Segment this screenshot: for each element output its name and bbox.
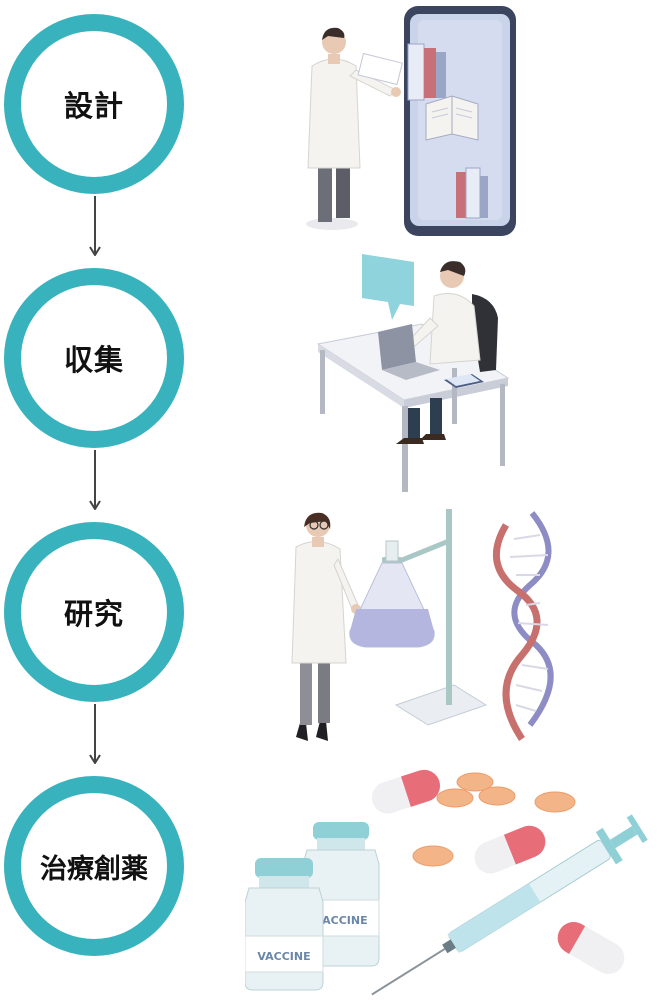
vaccine-label-front: VACCINE: [257, 950, 310, 963]
flow-arrow-2: [89, 450, 101, 510]
step-circle-design: 設計: [4, 14, 184, 194]
step-label-design: 設計: [63, 89, 124, 123]
step-label-treatment: 治療創薬: [40, 853, 148, 885]
step-circle-collection: 収集: [4, 268, 184, 448]
flow-arrow-3: [89, 704, 101, 764]
desk-computer-illustration: [316, 254, 510, 492]
step-circle-treatment-drug-discovery: 治療創薬: [4, 776, 184, 956]
vaccine-medicine-illustration: VACCINE VACCINE: [245, 769, 648, 996]
laboratory-dna-illustration: [291, 509, 554, 741]
vaccine-label-back: VACCINE: [314, 914, 367, 927]
flow-arrow-1: [89, 196, 101, 256]
step-label-collection: 収集: [63, 343, 124, 377]
step-label-research: 研究: [63, 597, 124, 631]
library-tablet-illustration: [306, 6, 516, 236]
step-circle-research: 研究: [4, 522, 184, 702]
